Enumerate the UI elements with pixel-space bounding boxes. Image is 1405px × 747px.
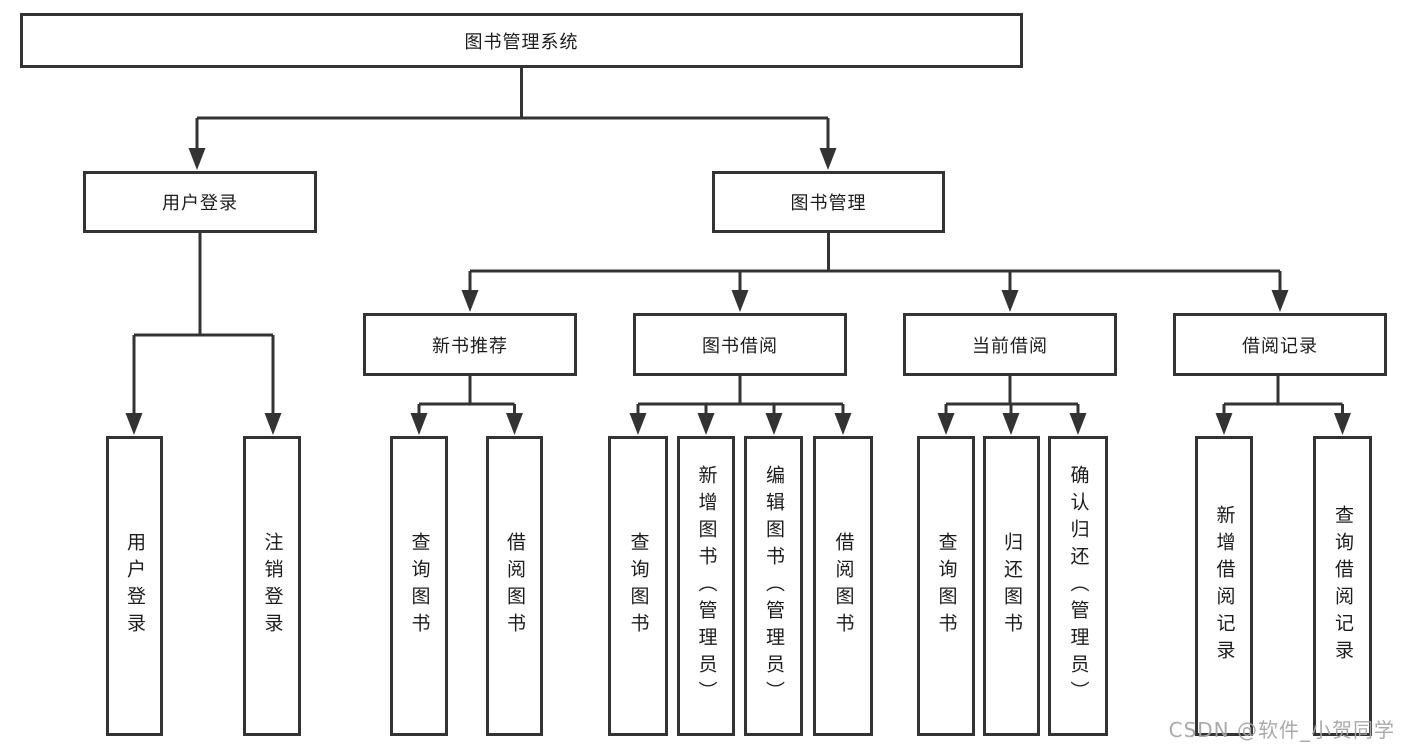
leaf-user-login: 用户登录 bbox=[106, 436, 163, 736]
node-user-login: 用户登录 bbox=[83, 171, 317, 233]
leaf-logout-label: 注销登录 bbox=[261, 532, 284, 640]
leaf-user-login-label: 用户登录 bbox=[124, 532, 146, 640]
leaf-return-books-label: 归还图书 bbox=[1001, 532, 1023, 640]
leaf-return-books: 归还图书 bbox=[983, 436, 1040, 736]
leaf-add-books-admin-label: 新增图书（管理员） bbox=[695, 464, 718, 708]
node-current-borrow: 当前借阅 bbox=[903, 313, 1117, 376]
leaf-confirm-return-admin: 确认归还（管理员） bbox=[1048, 436, 1108, 736]
leaf-query-borrow-record: 查询借阅记录 bbox=[1313, 436, 1372, 736]
leaf-borrow-books-recommend-label: 借阅图书 bbox=[504, 532, 526, 640]
node-book-management-system-label: 图书管理系统 bbox=[464, 31, 579, 53]
leaf-borrow-books-label: 借阅图书 bbox=[832, 532, 855, 640]
leaf-logout: 注销登录 bbox=[243, 436, 301, 736]
leaf-query-borrow-record-label: 查询借阅记录 bbox=[1332, 505, 1354, 667]
node-borrow-records-label: 借阅记录 bbox=[1242, 335, 1318, 357]
leaf-confirm-return-admin-label: 确认归还（管理员） bbox=[1067, 464, 1090, 708]
leaf-borrow-books-recommend: 借阅图书 bbox=[486, 436, 543, 736]
watermark: CSDN @软件_小贺同学 bbox=[1168, 718, 1395, 742]
leaf-borrow-books: 借阅图书 bbox=[813, 436, 873, 736]
leaf-query-books-borrow-label: 查询图书 bbox=[627, 532, 650, 640]
node-user-login-label: 用户登录 bbox=[162, 193, 238, 214]
leaf-query-books-current: 查询图书 bbox=[917, 436, 975, 736]
node-new-book-recommend: 新书推荐 bbox=[363, 313, 577, 376]
leaf-edit-books-admin: 编辑图书（管理员） bbox=[744, 436, 803, 736]
leaf-query-books-recommend: 查询图书 bbox=[390, 436, 448, 736]
leaf-add-borrow-record-label: 新增借阅记录 bbox=[1213, 505, 1236, 667]
node-new-book-recommend-label: 新书推荐 bbox=[432, 335, 508, 357]
node-book-management-system: 图书管理系统 bbox=[20, 13, 1023, 68]
node-borrow-records: 借阅记录 bbox=[1173, 313, 1387, 376]
leaf-add-books-admin: 新增图书（管理员） bbox=[677, 436, 735, 736]
node-book-management-label: 图书管理 bbox=[790, 193, 867, 214]
node-book-borrow-label: 图书借阅 bbox=[702, 335, 778, 357]
leaf-edit-books-admin-label: 编辑图书（管理员） bbox=[763, 464, 785, 708]
node-current-borrow-label: 当前借阅 bbox=[972, 335, 1048, 357]
leaf-query-books-current-label: 查询图书 bbox=[935, 532, 958, 640]
node-book-borrow: 图书借阅 bbox=[633, 313, 847, 376]
leaf-query-books-borrow: 查询图书 bbox=[608, 436, 668, 736]
node-book-management: 图书管理 bbox=[712, 171, 945, 233]
leaf-query-books-recommend-label: 查询图书 bbox=[408, 532, 431, 640]
leaf-add-borrow-record: 新增借阅记录 bbox=[1195, 436, 1253, 736]
